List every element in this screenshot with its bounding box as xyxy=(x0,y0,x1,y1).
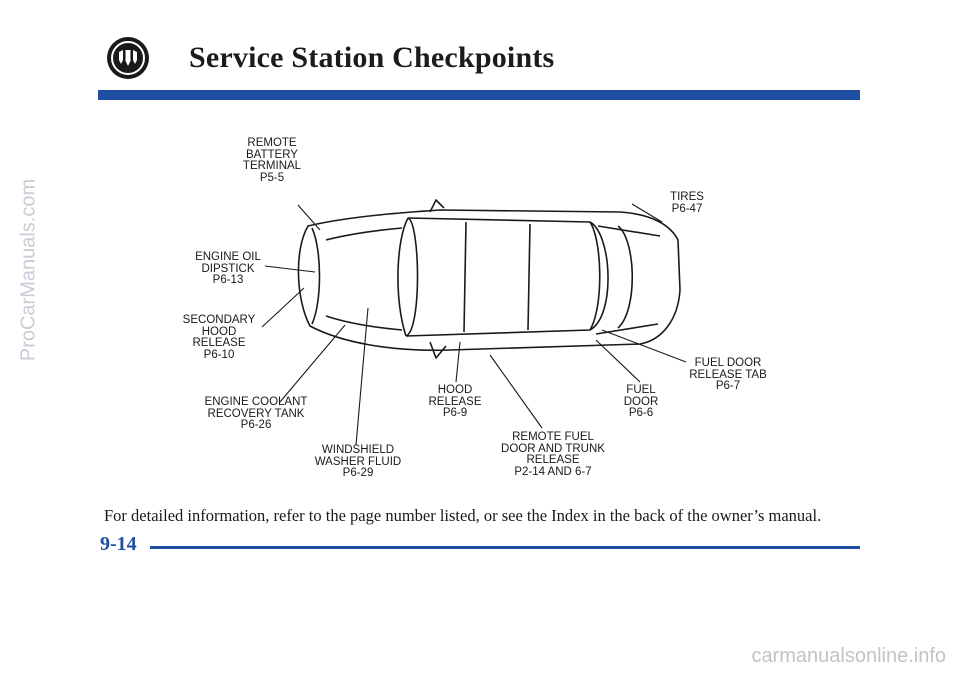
page-number: 9-14 xyxy=(100,533,137,555)
side-watermark: ProCarManuals.com xyxy=(14,145,44,395)
callout-remote-fuel-door-trunk-release: REMOTE FUEL DOOR AND TRUNK RELEASE P2-14… xyxy=(501,431,605,478)
vehicle-diagram: REMOTE BATTERY TERMINAL P5-5 TIRES P6-47… xyxy=(150,130,790,490)
footer-watermark: carmanualsonline.info xyxy=(751,645,946,667)
tri-shield-emblem-icon xyxy=(107,37,149,79)
callout-fuel-door-release-tab: FUEL DOOR RELEASE TAB P6-7 xyxy=(689,357,767,392)
callout-tires: TIRES P6-47 xyxy=(670,191,704,215)
reference-footnote: For detailed information, refer to the p… xyxy=(104,506,822,525)
car-top-view-illustration xyxy=(261,199,687,446)
callout-remote-battery-terminal: REMOTE BATTERY TERMINAL P5-5 xyxy=(242,137,302,184)
header-rule xyxy=(98,90,860,100)
watermark-text: ProCarManuals.com xyxy=(17,178,40,362)
callout-engine-coolant-recovery-tank: ENGINE COOLANT RECOVERY TANK P6-26 xyxy=(204,396,308,431)
callout-fuel-door: FUEL DOOR P6-6 xyxy=(623,384,659,419)
callout-hood-release: HOOD RELEASE P6-9 xyxy=(428,384,482,419)
callout-windshield-washer-fluid: WINDSHIELD WASHER FLUID P6-29 xyxy=(314,444,402,479)
page-title: Service Station Checkpoints xyxy=(189,41,555,74)
callout-secondary-hood-release: SECONDARY HOOD RELEASE P6-10 xyxy=(182,314,256,361)
footer-rule xyxy=(150,546,860,549)
page-header: Service Station Checkpoints xyxy=(107,36,554,80)
callout-engine-oil-dipstick: ENGINE OIL DIPSTICK P6-13 xyxy=(195,251,261,286)
